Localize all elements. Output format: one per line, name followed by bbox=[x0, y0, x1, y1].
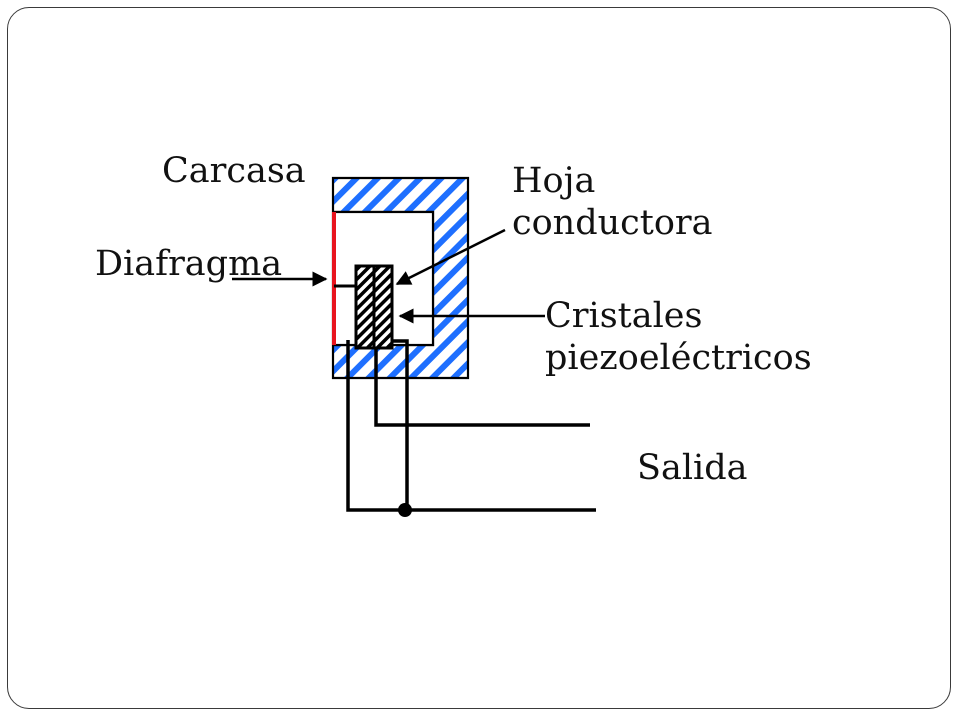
housing bbox=[331, 176, 470, 380]
label-conductive-sheet-line2: conductora bbox=[512, 203, 713, 243]
conductive-sheet-arrow bbox=[395, 228, 506, 286]
output-wire-bottom bbox=[346, 340, 596, 512]
piezo-crystal-stack bbox=[354, 264, 394, 350]
slide-frame bbox=[7, 7, 951, 709]
label-conductive-sheet-line1: Hoja bbox=[512, 161, 596, 201]
label-diaphragm: Diafragma bbox=[95, 244, 283, 284]
label-output: Salida bbox=[637, 448, 748, 488]
output-wire-top bbox=[374, 348, 590, 427]
label-housing: Carcasa bbox=[162, 151, 306, 191]
label-crystals-line1: Cristales bbox=[545, 296, 703, 336]
label-crystals-line2: piezoeléctricos bbox=[545, 338, 812, 378]
conductive-sheet-lead bbox=[392, 339, 409, 503]
junction-dot bbox=[398, 503, 412, 517]
